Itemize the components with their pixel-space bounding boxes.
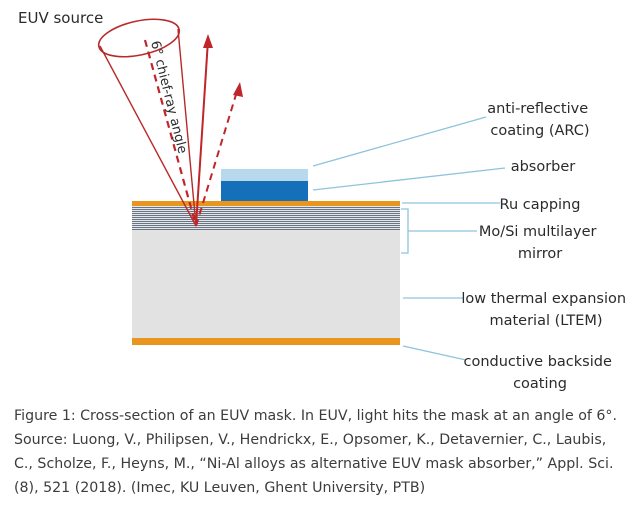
mosi-multilayer bbox=[132, 206, 400, 230]
ru-capping-label: Ru capping bbox=[500, 197, 581, 213]
caption-line: C., Scholze, F., Heyns, M., “Ni-Al alloy… bbox=[14, 456, 614, 472]
arc-layer bbox=[221, 169, 308, 181]
backside-label: conductive backside coating bbox=[463, 354, 616, 392]
absorber-label: absorber bbox=[511, 159, 576, 175]
caption-line: Source: Luong, V., Philipsen, V., Hendri… bbox=[14, 432, 607, 448]
multilayer-base bbox=[132, 206, 400, 230]
leader-bracket bbox=[401, 208, 409, 254]
absorber-layer bbox=[221, 181, 308, 201]
cone-edge-right bbox=[177, 28, 197, 227]
arc-label: anti-reflective coating (ARC) bbox=[487, 101, 592, 139]
leader-absorber bbox=[312, 167, 506, 191]
reflected-ray-solid-arrow bbox=[203, 34, 213, 48]
reflected-ray-solid bbox=[195, 39, 209, 227]
cone-edge-left bbox=[99, 45, 197, 227]
leader-backside bbox=[402, 345, 467, 361]
caption-line: (8), 521 (2018). (Imec, KU Leuven, Ghent… bbox=[14, 480, 426, 496]
reflected-ray-dashed bbox=[195, 87, 239, 227]
reflected-ray-dashed-arrow bbox=[233, 82, 243, 97]
mosi-label: Mo/Si multilayer mirror bbox=[479, 224, 601, 262]
ltem-label: low thermal expansion material (LTEM) bbox=[461, 291, 630, 329]
leader-lines bbox=[312, 116, 506, 361]
ltem-layer bbox=[132, 230, 400, 338]
ru-capping-layer bbox=[132, 201, 400, 206]
source-cone-ellipse bbox=[97, 18, 181, 58]
backside-coating-layer bbox=[132, 338, 400, 345]
incident-ray bbox=[143, 39, 198, 227]
euv-source-label: EUV source bbox=[18, 9, 103, 27]
caption-line: Figure 1: Cross-section of an EUV mask. … bbox=[14, 408, 618, 424]
leader-arc bbox=[312, 116, 487, 167]
chief-ray-angle-label: 6° chief-ray angle bbox=[147, 39, 190, 155]
euv-mask-diagram: EUV source 6° chief-ray angle anti-refle… bbox=[18, 9, 630, 392]
figure-caption: Figure 1: Cross-section of an EUV mask. … bbox=[14, 404, 636, 500]
